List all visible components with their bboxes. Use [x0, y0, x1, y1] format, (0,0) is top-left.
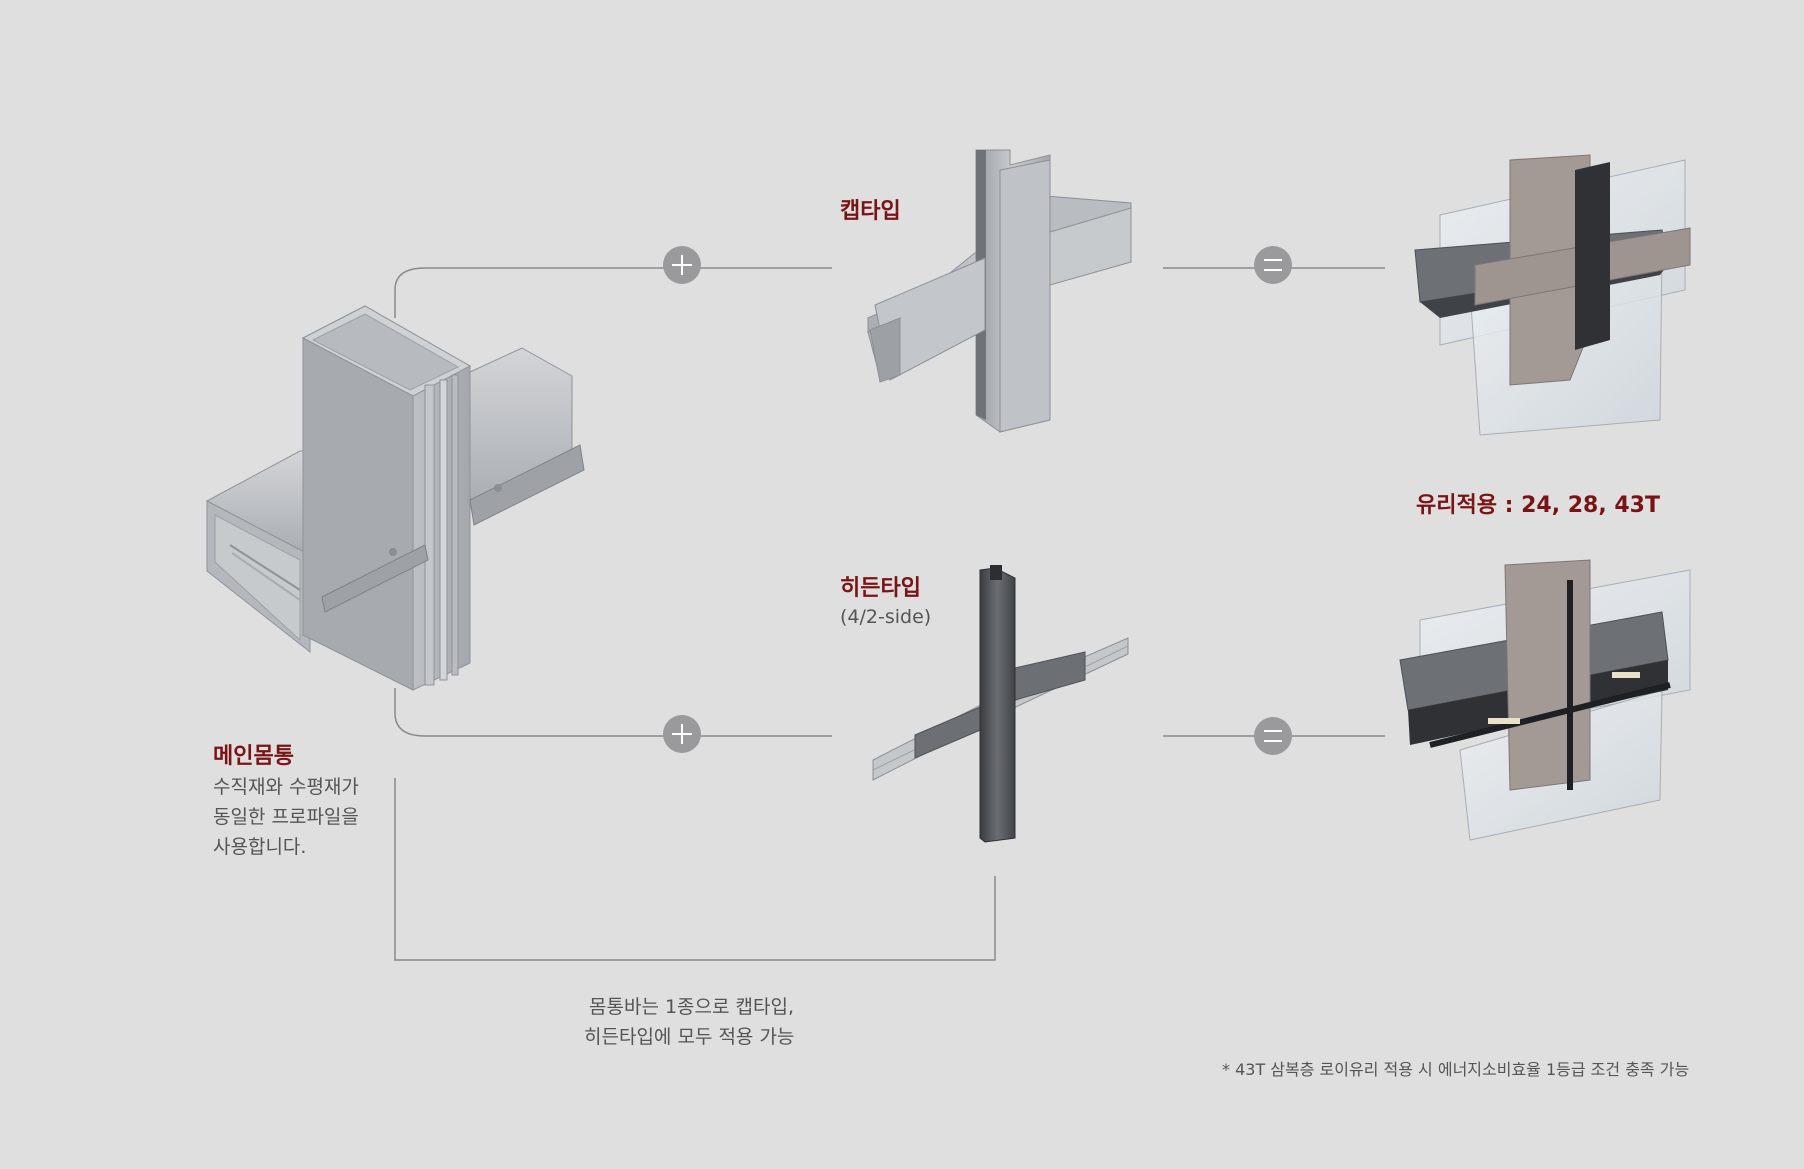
cap-type-cross-illustration: [867, 149, 1132, 433]
cap-type-title: 캡타입: [840, 199, 901, 224]
bottom-bracket: [394, 778, 996, 961]
glass-spec-label: 유리적용 : 24, 28, 43T: [1416, 493, 1660, 518]
hidden-type-title: 히든타입: [840, 576, 921, 601]
cap-type-assembly-illustration: [1414, 154, 1691, 436]
hidden-type-cross-illustration: [872, 565, 1129, 843]
plus-operator-lower: [663, 715, 701, 753]
hidden-type-assembly-illustration: [1399, 559, 1691, 841]
footnote: * 43T 삼복층 로이유리 적용 시 에너지소비효율 1등급 조건 충족 가능: [1222, 1060, 1690, 1079]
main-body-desc-line3: 사용합니다.: [213, 836, 307, 858]
main-body-desc-line2: 동일한 프로파일을: [213, 806, 359, 828]
lower-connector: [394, 688, 832, 737]
connector-lines: [394, 267, 1385, 961]
bottom-note-line1: 몸통바는 1종으로 캡타입,: [589, 996, 795, 1018]
equals-operator-upper: [1254, 246, 1292, 284]
hidden-type-subtitle: (4/2-side): [840, 606, 932, 628]
main-body-title: 메인몸통: [213, 744, 294, 769]
bottom-note-line2: 히든타입에 모두 적용 가능: [584, 1026, 795, 1048]
upper-connector: [394, 267, 832, 318]
plus-operator-upper: [663, 246, 701, 284]
equals-operator-lower: [1254, 717, 1292, 755]
main-body-desc-line1: 수직재와 수평재가: [213, 776, 359, 798]
main-body-profile-illustration: [205, 305, 585, 691]
